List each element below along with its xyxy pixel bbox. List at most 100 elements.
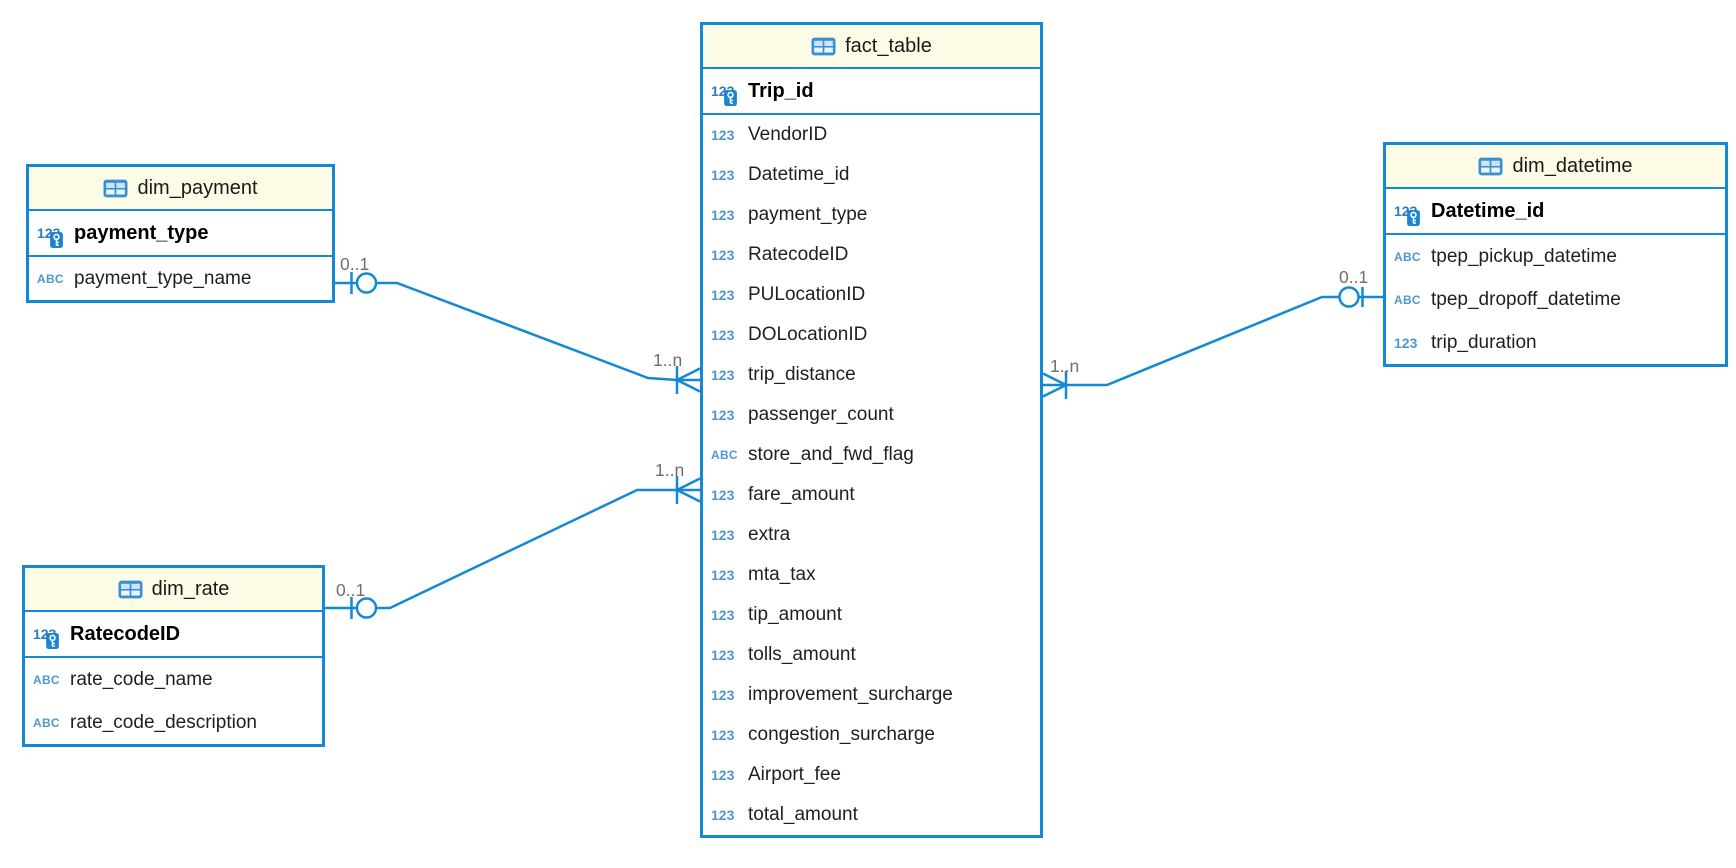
type-icon-glyph: 123 — [711, 607, 735, 623]
column-name: tolls_amount — [748, 644, 856, 665]
text-type-icon: ABC — [33, 716, 70, 730]
column-row[interactable]: 123 PULocationID — [703, 275, 1040, 315]
type-icon-glyph: 123 — [711, 327, 735, 343]
number-type-icon: 123 — [711, 487, 748, 503]
table-icon — [103, 178, 128, 199]
number-type-icon: 123 — [711, 607, 748, 623]
column-name: payment_type — [74, 221, 209, 244]
column-name: passenger_count — [748, 404, 894, 425]
column-name: Datetime_id — [1431, 199, 1545, 222]
column-name: extra — [748, 524, 791, 545]
type-icon-glyph: 123 — [711, 127, 735, 143]
type-icon-glyph: ABC — [37, 271, 64, 286]
table-header[interactable]: dim_datetime — [1386, 145, 1725, 189]
type-icon-glyph: 123 — [711, 807, 735, 823]
number-type-icon: 123 — [33, 626, 70, 649]
type-icon-glyph: 123 — [1394, 334, 1418, 351]
table-header[interactable]: dim_rate — [25, 568, 322, 612]
column-name: store_and_fwd_flag — [748, 444, 914, 465]
column-name: RatecodeID — [748, 244, 849, 265]
cardinality-label: 1..n — [653, 350, 682, 370]
column-name: tip_amount — [748, 604, 843, 625]
column-row[interactable]: 123 total_amount — [703, 795, 1040, 835]
column-name: tpep_dropoff_datetime — [1431, 288, 1621, 310]
column-name: PULocationID — [748, 284, 866, 305]
text-type-icon: ABC — [711, 448, 748, 462]
number-type-icon: 123 — [37, 225, 74, 248]
column-row[interactable]: 123 DOLocationID — [703, 315, 1040, 355]
crows-foot-many-icon — [675, 366, 701, 394]
column-name: congestion_surcharge — [748, 724, 935, 745]
type-icon-glyph: 123 — [711, 247, 735, 263]
column-row[interactable]: 123 congestion_surcharge — [703, 715, 1040, 755]
crows-foot-many-icon — [675, 476, 701, 504]
table-icon — [118, 579, 143, 600]
primary-key-icon — [50, 232, 63, 248]
column-row[interactable]: 123 RatecodeID — [703, 235, 1040, 275]
relation-fact-table-dim-datetime[interactable] — [1042, 286, 1383, 399]
table-icon — [811, 36, 836, 57]
column-row[interactable]: ABC payment_type_name — [29, 257, 332, 300]
number-type-icon: 123 — [711, 327, 748, 343]
number-type-icon: 123 — [711, 367, 748, 383]
number-type-icon: 123 — [1394, 335, 1431, 351]
table-title: dim_datetime — [1512, 154, 1633, 177]
table-icon — [1478, 156, 1503, 177]
table-header[interactable]: dim_payment — [29, 167, 332, 211]
column-name: payment_type — [748, 204, 868, 225]
number-type-icon: 123 — [711, 727, 748, 743]
column-name: RatecodeID — [70, 622, 181, 645]
relation-dim-rate-fact-table[interactable] — [325, 476, 701, 619]
type-icon-glyph: 123 — [711, 727, 735, 743]
number-type-icon: 123 — [711, 807, 748, 823]
table-header[interactable]: fact_table — [703, 25, 1040, 69]
text-type-icon: ABC — [1394, 293, 1431, 307]
cardinality-label: 0..1 — [340, 254, 369, 274]
cardinality-label: 1..n — [1050, 356, 1079, 376]
column-name: total_amount — [748, 804, 858, 825]
column-row[interactable]: 123 tip_amount — [703, 595, 1040, 635]
type-icon-glyph: 123 — [711, 647, 735, 663]
type-icon-glyph: ABC — [1394, 292, 1421, 307]
column-row[interactable]: 123 tolls_amount — [703, 635, 1040, 675]
column-name: payment_type_name — [74, 267, 252, 289]
column-name: fare_amount — [748, 484, 855, 505]
column-name: rate_code_name — [70, 668, 213, 690]
cardinality-label: 0..1 — [336, 580, 365, 600]
column-name: DOLocationID — [748, 324, 868, 345]
column-name: improvement_surcharge — [748, 684, 953, 705]
type-icon-glyph: 123 — [711, 367, 735, 383]
column-row[interactable]: ABC tpep_dropoff_datetime — [1386, 278, 1725, 321]
relation-dim-payment-fact-table[interactable] — [335, 272, 701, 394]
number-type-icon: 123 — [711, 247, 748, 263]
primary-key-icon — [46, 633, 59, 649]
type-icon-glyph: 123 — [711, 287, 735, 303]
column-name: mta_tax — [748, 564, 816, 585]
number-type-icon: 123 — [711, 407, 748, 423]
number-type-icon: 123 — [711, 167, 748, 183]
number-type-icon: 123 — [1394, 203, 1431, 226]
